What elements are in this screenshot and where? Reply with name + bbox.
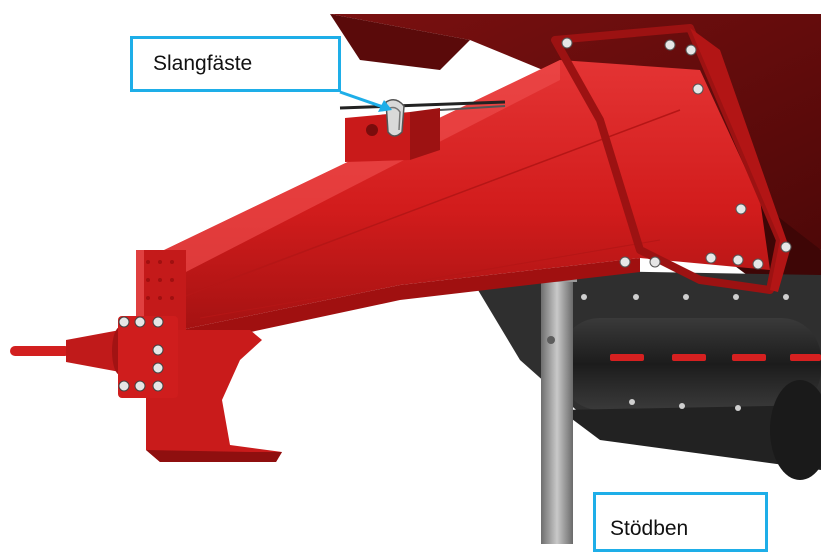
hitch-bolts: [118, 316, 164, 392]
flange-plate: [551, 24, 792, 294]
support-leg-label: Stödben: [610, 517, 689, 540]
support-leg-callout: Stödben: [593, 492, 768, 552]
support-leg: [537, 272, 577, 544]
hose-holder-leader-arrow: [339, 90, 392, 112]
hose-holder-bracket: [339, 99, 506, 162]
hitch-coupling: [10, 316, 178, 398]
auger-bolts: [581, 294, 789, 411]
auger-housing: [478, 270, 821, 480]
hose-holder-label: Slangfäste: [153, 52, 253, 75]
hose-holder-callout: Slangfäste: [130, 36, 341, 92]
support-foot: [146, 330, 282, 462]
drawbar-beam: [160, 60, 770, 345]
flange-bolts: [561, 37, 792, 270]
auger-slots: [610, 354, 821, 361]
